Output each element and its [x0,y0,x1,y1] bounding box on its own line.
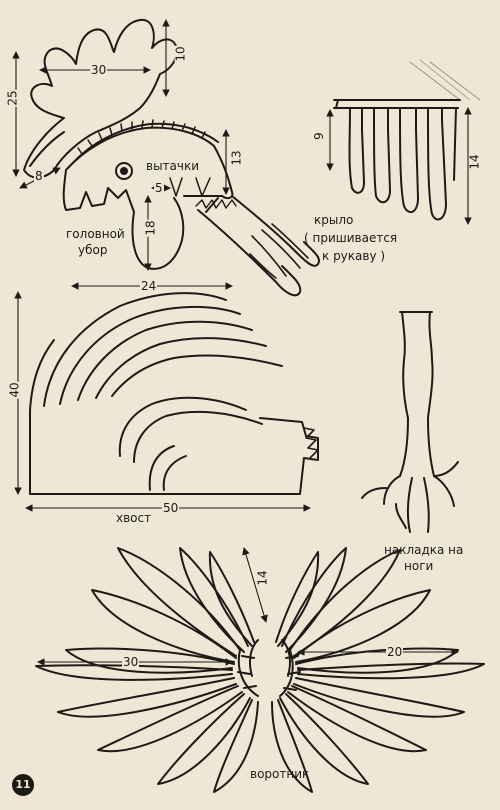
dim-head-13: 13 [229,149,244,167]
dim-wing-9: 9 [311,131,326,141]
comb-piece [333,59,481,221]
dim-collar-right: 20 [386,645,404,659]
dim-wing-14: 14 [467,153,482,171]
crest-piece [23,18,178,179]
dim-tail-height: 40 [7,381,22,399]
dim-collar-left: 30 [122,655,140,669]
label-wing-line3: к рукаву ) [322,249,386,263]
page-number: 11 [12,774,34,796]
wing-piece [195,195,320,297]
label-wing-line2: ( пришивается [304,231,398,245]
label-collar: воротник [250,767,310,781]
dim-crest-width: 30 [90,63,108,77]
leg-piece [361,311,459,533]
label-wing-line1: крыло [314,213,354,227]
dim-tail-width: 50 [162,501,180,515]
dim-dart: 5 [154,181,164,195]
collar-piece [35,547,485,793]
label-darts: вытачки [146,159,200,173]
label-leg-line1: накладка на [384,543,464,557]
label-tail: хвост [116,511,152,525]
dim-crest-8: 8 [34,169,44,183]
dim-head-width: 24 [140,279,158,293]
tail-piece [29,292,319,495]
label-headdress-line2: убор [78,243,108,257]
head-piece [62,119,234,270]
head-ribs [77,119,206,155]
dim-crest-height: 25 [5,89,20,107]
dim-collar-14: 14 [255,569,270,587]
dim-head-18: 18 [143,219,158,237]
label-leg-line2: ноги [404,559,434,573]
dim-line-collar-14 [242,547,268,623]
dim-crest-10: 10 [173,45,188,63]
label-headdress-line1: головной [66,227,125,241]
